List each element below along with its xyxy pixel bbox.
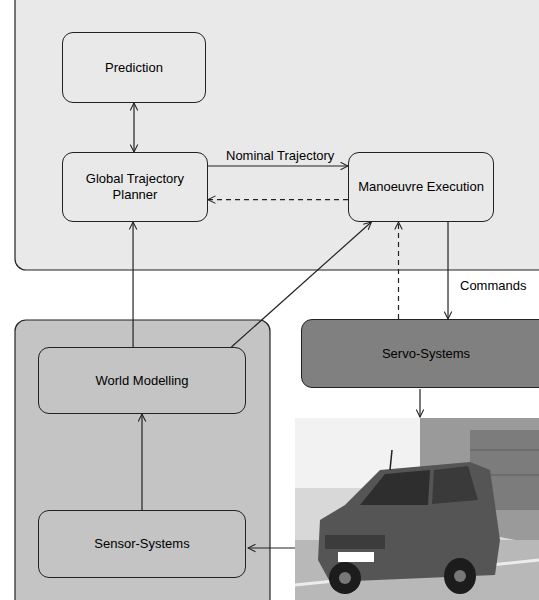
car-to-sensor-arrow [248,547,295,548]
servo-box: Servo-Systems [301,319,539,388]
flow-arrow [133,103,134,152]
flow-arrow [447,222,448,319]
box-label: Servo-Systems [382,346,470,362]
perception-panel [15,320,270,600]
process-box: Sensor-Systems [38,510,246,578]
process-box: Global Trajectory Planner [62,152,208,222]
process-box: Prediction [62,32,206,103]
box-label: Manoeuvre Execution [358,179,484,195]
edge-label: Commands [458,278,528,294]
box-label: Sensor-Systems [94,536,189,552]
flow-arrow [132,222,133,347]
box-label: Global Trajectory Planner [71,171,199,202]
feedback-arrow [398,222,399,319]
box-label: Prediction [105,60,163,76]
process-box: World Modelling [38,347,246,414]
car-photo [295,418,539,600]
edge-label: Nominal Trajectory [224,148,336,164]
feedback-arrow [208,199,348,200]
planning-panel [15,0,539,270]
flow-arrow [141,414,142,510]
process-box: Manoeuvre Execution [348,152,494,222]
flow-arrow [208,165,348,166]
box-label: World Modelling [96,373,189,389]
servo-to-car-arrow [419,389,420,417]
